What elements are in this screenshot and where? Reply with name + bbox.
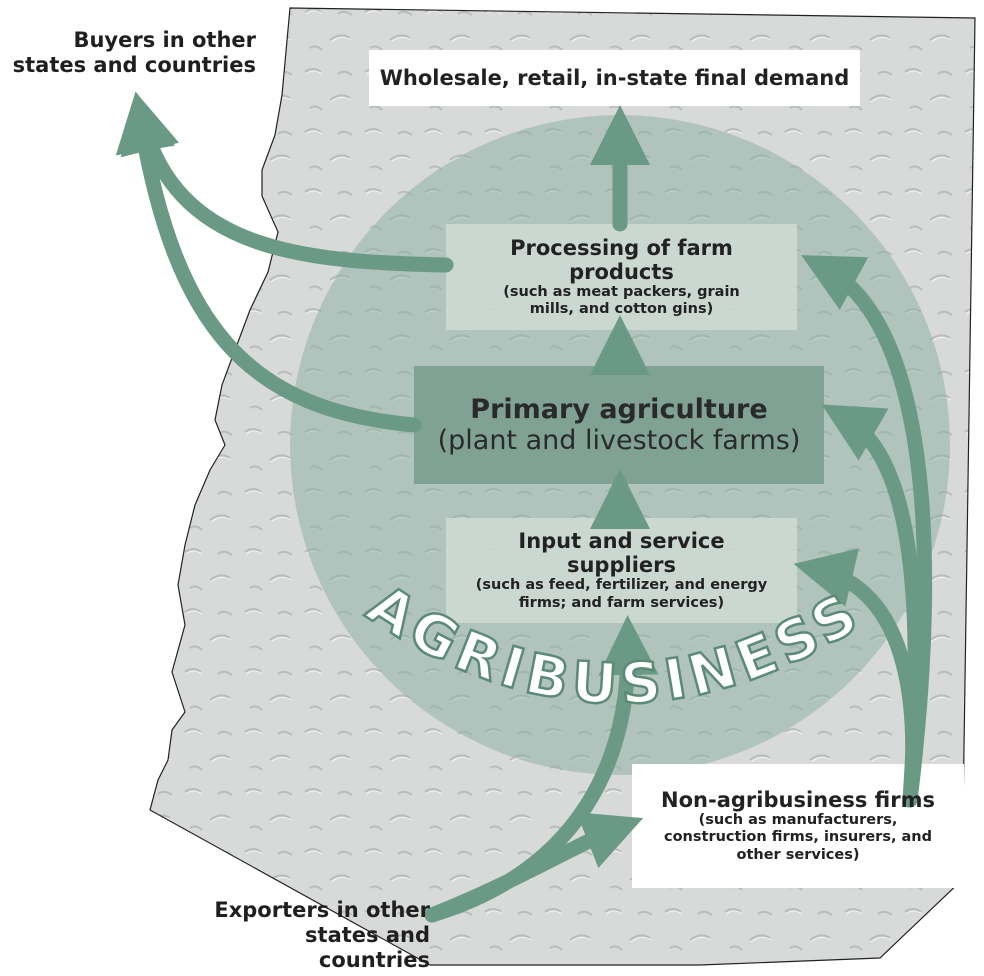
- primary-title: Primary agriculture: [470, 394, 768, 425]
- nonagri-subtitle: (such as manufacturers, construction fir…: [664, 811, 932, 863]
- input-title: Input and service suppliers: [518, 529, 725, 578]
- input-suppliers-box: [446, 518, 797, 623]
- processing-subtitle: (such as meat packers, grain mills, and …: [503, 283, 740, 317]
- input-label-box: Input and service suppliers (such as fee…: [446, 518, 797, 623]
- primary-label-box: Primary agriculture (plant and livestock…: [414, 366, 824, 484]
- processing-label-box: Processing of farm products (such as mea…: [446, 224, 797, 330]
- arrow-nonagri-to-input: [793, 548, 921, 808]
- buyers-label: Buyers in other states and countries: [12, 28, 256, 77]
- primary-agriculture-box: [414, 366, 824, 484]
- wholesale-label-box: Wholesale, retail, in-state final demand: [369, 50, 860, 106]
- nonagri-title: Non-agribusiness firms: [661, 787, 935, 812]
- input-subtitle: (such as feed, fertilizer, and energy fi…: [475, 577, 768, 611]
- arrow-processing-to-buyers: [120, 91, 454, 273]
- wholesale-box: [369, 50, 860, 106]
- nonagri-label-box: Non-agribusiness firms (such as manufact…: [632, 764, 964, 888]
- arrow-primary-to-buyers: [115, 91, 422, 433]
- exporters-label: Exporters in other states and countries: [214, 898, 430, 972]
- arrow-exporters-to-nonagri: [424, 812, 644, 923]
- processing-box: [446, 224, 797, 330]
- processing-title: Processing of farm products: [510, 235, 733, 284]
- primary-subtitle: (plant and livestock farms): [437, 425, 801, 456]
- wholesale-label: Wholesale, retail, in-state final demand: [379, 66, 850, 90]
